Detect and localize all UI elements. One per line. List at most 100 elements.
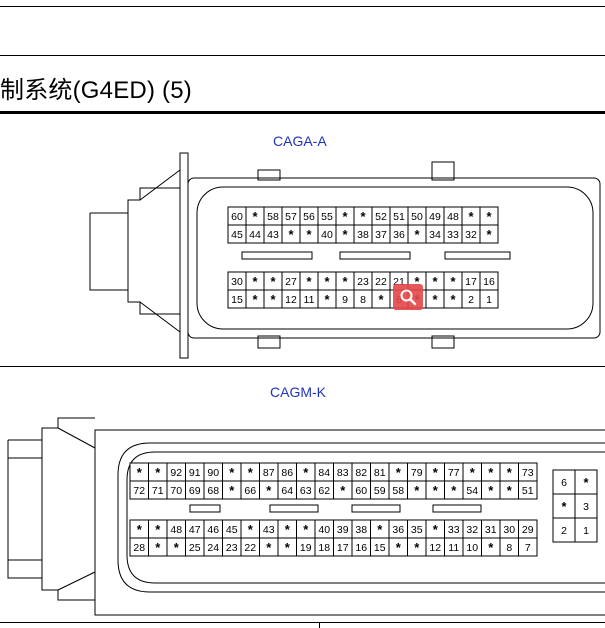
a-pin-11: 11 (299, 289, 319, 309)
svg-text:*: * (306, 227, 312, 242)
b-pin-empty: * (166, 537, 186, 557)
b-pin-empty: * (277, 537, 297, 557)
svg-text:79: 79 (411, 467, 423, 479)
b-pin-17: 17 (333, 537, 353, 557)
a-pin-37: 37 (371, 224, 391, 244)
svg-text:32: 32 (465, 229, 477, 241)
a-pin-empty: * (425, 289, 445, 309)
b-pin-71: 71 (148, 480, 168, 500)
b-pin-90: 90 (203, 462, 223, 482)
a-pin-32: 32 (461, 224, 481, 244)
a-pin-33: 33 (443, 224, 463, 244)
b-pin-empty: * (407, 537, 427, 557)
svg-text:*: * (288, 227, 294, 242)
b-pin-86: 86 (277, 462, 297, 482)
svg-text:15: 15 (231, 294, 243, 306)
a-pin-40: 40 (317, 224, 337, 244)
a-pin-23: 23 (353, 271, 373, 291)
a-pin-empty: * (425, 271, 445, 291)
b-pin-empty: * (222, 480, 242, 500)
b-pin-32: 32 (462, 519, 482, 539)
svg-text:*: * (252, 209, 258, 224)
svg-text:46: 46 (207, 524, 219, 536)
a-pin-15: 15 (227, 289, 247, 309)
svg-text:24: 24 (207, 542, 219, 554)
b-pin-73: 73 (518, 462, 538, 482)
svg-text:37: 37 (375, 229, 387, 241)
a-pin-45: 45 (227, 224, 247, 244)
b-pin-empty: * (388, 462, 408, 482)
b-pin-31: 31 (481, 519, 501, 539)
b-pin-empty: * (259, 537, 279, 557)
svg-text:36: 36 (392, 524, 404, 536)
a-pin-50: 50 (407, 206, 427, 226)
a-pin-empty: * (245, 271, 265, 291)
b-pin-40: 40 (314, 519, 334, 539)
a-pin-34: 34 (425, 224, 445, 244)
connector-b-label: CAGM-K (270, 384, 326, 400)
a-pin-empty: * (299, 271, 319, 291)
svg-text:1: 1 (583, 525, 589, 537)
svg-text:*: * (252, 274, 258, 289)
a-pin-8: 8 (353, 289, 373, 309)
svg-text:71: 71 (152, 485, 164, 497)
b-side-pin-empty: * (574, 469, 598, 495)
title-bottom-rule (0, 111, 605, 114)
svg-text:34: 34 (429, 229, 441, 241)
b-pin-empty: * (333, 480, 353, 500)
svg-text:60: 60 (231, 211, 243, 223)
a-pin-51: 51 (389, 206, 409, 226)
b-pin-43: 43 (259, 519, 279, 539)
svg-text:*: * (303, 465, 309, 480)
a-pin-57: 57 (281, 206, 301, 226)
svg-text:*: * (507, 483, 513, 498)
svg-text:63: 63 (300, 485, 312, 497)
svg-text:83: 83 (337, 467, 349, 479)
b-pin-60: 60 (351, 480, 371, 500)
svg-text:2: 2 (468, 294, 474, 306)
a-pin-38: 38 (353, 224, 373, 244)
b-pin-47: 47 (185, 519, 205, 539)
svg-text:70: 70 (170, 485, 182, 497)
svg-text:*: * (174, 540, 180, 555)
svg-text:18: 18 (318, 542, 330, 554)
a-pin-48: 48 (443, 206, 463, 226)
svg-text:*: * (432, 292, 438, 307)
search-icon-button[interactable] (393, 284, 423, 310)
svg-text:23: 23 (226, 542, 238, 554)
svg-text:*: * (433, 522, 439, 537)
svg-text:30: 30 (503, 524, 515, 536)
b-side-pin-1: 1 (574, 517, 598, 543)
svg-text:40: 40 (318, 524, 330, 536)
svg-text:84: 84 (318, 467, 330, 479)
svg-text:86: 86 (281, 467, 293, 479)
a-pin-empty: * (317, 271, 337, 291)
svg-text:*: * (155, 522, 161, 537)
svg-text:15: 15 (374, 542, 386, 554)
svg-text:16: 16 (483, 276, 495, 288)
b-pin-38: 38 (351, 519, 371, 539)
b-pin-empty: * (425, 462, 445, 482)
svg-text:*: * (270, 292, 276, 307)
b-pin-empty: * (240, 519, 260, 539)
svg-text:57: 57 (285, 211, 297, 223)
a-pin-empty: * (245, 289, 265, 309)
svg-text:17: 17 (465, 276, 477, 288)
svg-text:*: * (396, 540, 402, 555)
svg-text:*: * (324, 274, 330, 289)
b-pin-25: 25 (185, 537, 205, 557)
svg-text:*: * (342, 274, 348, 289)
b-pin-68: 68 (203, 480, 223, 500)
svg-text:*: * (285, 540, 291, 555)
svg-text:22: 22 (244, 542, 256, 554)
svg-text:*: * (324, 292, 330, 307)
svg-text:*: * (270, 274, 276, 289)
b-pin-29: 29 (518, 519, 538, 539)
b-pin-empty: * (296, 462, 316, 482)
svg-text:62: 62 (318, 485, 330, 497)
b-pin-54: 54 (462, 480, 482, 500)
svg-text:48: 48 (447, 211, 459, 223)
bottom-rule (0, 622, 605, 623)
b-pin-83: 83 (333, 462, 353, 482)
